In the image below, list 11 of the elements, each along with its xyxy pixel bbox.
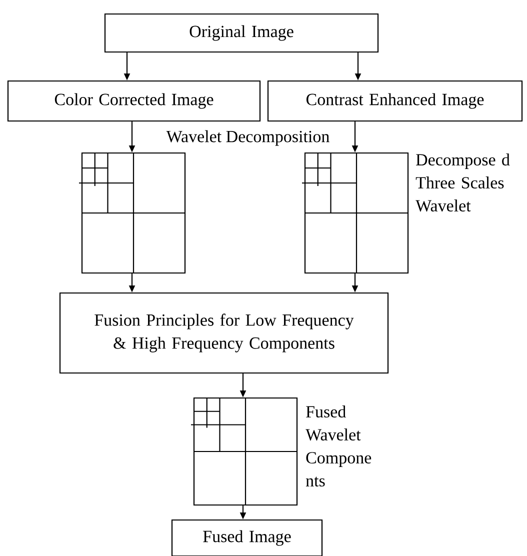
process-box: Fused Image [171, 519, 323, 556]
process-box: Contrast Enhanced Image [267, 80, 523, 122]
side-caption: Fused Wavelet Compone nts [306, 406, 372, 487]
wavelet-grid-drawing [302, 152, 409, 274]
wavelet-grid-drawing [191, 397, 298, 506]
process-box: Original Image [104, 13, 379, 53]
side-caption: Decompose d Three Scales Wavelet [416, 154, 510, 212]
wavelet-grid-drawing [79, 152, 186, 274]
process-box: Color Corrected Image [7, 80, 261, 122]
step-label: Wavelet Decomposition [166, 130, 330, 146]
process-box: Fusion Principles for Low Frequency & High Frequency Components [59, 292, 389, 374]
